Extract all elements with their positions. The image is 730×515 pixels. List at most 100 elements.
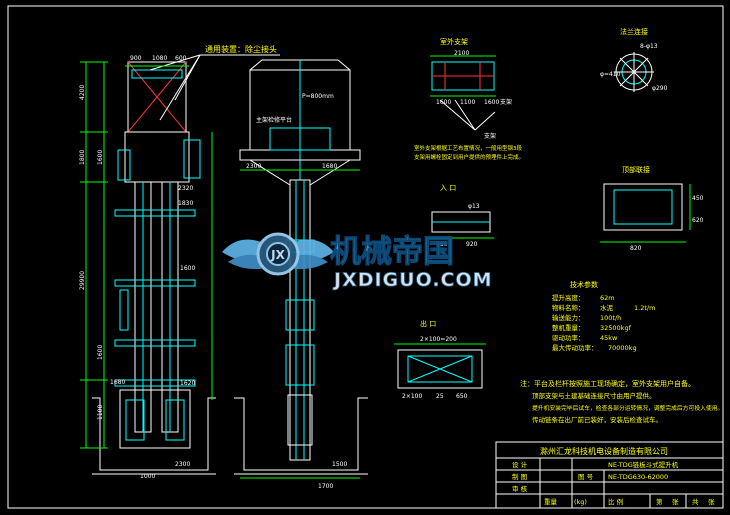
note-line-4: 传动链条在出厂前已装好，安装后检查试车。 bbox=[532, 415, 662, 424]
tech-param-val-5: 45kw bbox=[600, 334, 618, 342]
outlet-view bbox=[600, 183, 691, 243]
tech-param-val-4: 32500kgf bbox=[600, 324, 632, 332]
svg-text:机械帝国: 机械帝国 bbox=[330, 234, 454, 270]
flange-dim-inner: φ290 bbox=[652, 85, 668, 92]
title-block-draft-label: 制 图 bbox=[512, 472, 527, 481]
side-dim-2: 1680 bbox=[322, 163, 337, 170]
title-block-design-label: 设 计 bbox=[512, 460, 528, 469]
outlet-dim-1: 820 bbox=[630, 245, 642, 252]
title-block-sheet-2: 张 bbox=[672, 497, 679, 506]
front-dim-left-4: 1600 bbox=[97, 150, 104, 165]
tech-param-key-3: 输送能力： bbox=[552, 313, 585, 322]
support-dim-2: 1600 bbox=[436, 99, 451, 106]
support-label-b: 支架 bbox=[484, 132, 496, 140]
side-dim-total: 1700 bbox=[318, 483, 333, 490]
support-dim-3: 1100 bbox=[460, 99, 475, 106]
front-dim-right-1: 2320 bbox=[178, 185, 193, 192]
front-view-callout: 通用装置：除尘接头 bbox=[205, 44, 277, 54]
tech-param-key-2: 物料名称： bbox=[552, 303, 585, 312]
note-line-1: 注：平台及栏杆按照施工现场确定，室外支架用户自备。 bbox=[520, 379, 695, 388]
flange-detail bbox=[614, 52, 654, 92]
notes: 注：平台及栏杆按照施工现场确定，室外支架用户自备。 顶部支架与土建基础连接尺寸由… bbox=[520, 379, 723, 424]
title-block-text: 滁州汇龙科技机电设备制造有限公司 设 计 NE-TDG链板斗式提升机 制 图 图… bbox=[512, 446, 715, 506]
outlet-bottom-dim-3: 650 bbox=[456, 393, 468, 400]
svg-text:JX: JX bbox=[270, 248, 285, 262]
support-note-1: 室外支架根据工艺布置情况，一般用型钢3段 bbox=[414, 144, 523, 152]
flange-dim-bolt: 8-φ13 bbox=[640, 43, 658, 50]
inlet-dim-2: 920 bbox=[466, 241, 478, 248]
support-label-a: 支架 bbox=[500, 98, 512, 106]
outlet-dim-2: 450 bbox=[692, 195, 704, 202]
inlet-view bbox=[428, 211, 494, 239]
side-view-labels: P=800mm 主架检修平台 2300 1680 1500 1700 bbox=[246, 93, 347, 490]
drawing-frame bbox=[7, 5, 724, 509]
front-dim-bottom-1: 1680 bbox=[110, 379, 125, 386]
front-dim-left-3: 29900 bbox=[79, 271, 86, 290]
outlet-bottom-dim-top: 2×100=200 bbox=[420, 336, 457, 343]
title-block-weight-label: 重量 bbox=[544, 498, 558, 506]
tech-params: 技术参数 提升高度： 62m 物料名称： 水泥 1.2t/m 输送能力： 100… bbox=[552, 280, 655, 352]
front-dim-top-2: 1080 bbox=[152, 55, 167, 62]
front-dim-right-3: 1600 bbox=[180, 265, 195, 272]
side-view-elevator bbox=[234, 59, 368, 479]
outlet-bottom-dim-1: 2×100 bbox=[402, 393, 422, 400]
note-line-2: 顶部支架与土建基础连接尺寸由用户提供。 bbox=[532, 391, 656, 400]
flange-dim-outer: φ=410 bbox=[600, 71, 621, 78]
tech-param-key-5: 驱动功率： bbox=[552, 333, 585, 342]
tech-param-key-6: 最大传动功率： bbox=[552, 343, 598, 352]
note-line-3: 提升机安装完毕后试车，检查各部分运转情况，调整完成后方可投入使用。 bbox=[532, 404, 723, 412]
support-detail-title: 室外支架 bbox=[440, 37, 468, 46]
title-block-drawing-name: NE-TDG链板斗式提升机 bbox=[608, 460, 679, 469]
tech-param-val-3: 100t/h bbox=[600, 314, 621, 322]
inlet-view-title: 入 口 bbox=[440, 184, 456, 192]
front-dim-left-6: 1100 bbox=[97, 405, 104, 420]
support-dim-4: 1600 bbox=[484, 99, 499, 106]
side-platform-label: 主架检修平台 bbox=[256, 116, 292, 124]
inlet-dim-hole: φ13 bbox=[468, 203, 480, 210]
outlet-bottom-view bbox=[394, 343, 486, 389]
flange-detail-labels: 法兰连接 φ=410 8-φ13 φ290 bbox=[600, 27, 668, 92]
tech-params-title: 技术参数 bbox=[570, 280, 598, 289]
front-dim-top-1: 900 bbox=[130, 55, 142, 62]
tech-param-key-1: 提升高度： bbox=[552, 293, 585, 302]
outlet-bottom-labels: 出 口 2×100=200 2×100 25 650 bbox=[402, 319, 468, 400]
title-block-scale: 比 例 bbox=[608, 497, 623, 506]
tech-param-key-4: 整机重量： bbox=[552, 323, 585, 332]
title-block-sheet: 第 bbox=[656, 497, 663, 506]
outlet-dim-3: 620 bbox=[692, 217, 704, 224]
title-block bbox=[495, 441, 724, 509]
outlet-bottom-title: 出 口 bbox=[420, 319, 436, 328]
support-note-2: 支架用螺栓固定到用户提供的预埋件上完成。 bbox=[414, 153, 524, 161]
title-block-weight-unit: (kg) bbox=[574, 498, 587, 506]
front-view-elevator bbox=[80, 54, 280, 475]
outlet-bottom-dim-2: 25 bbox=[436, 393, 444, 400]
title-block-total: 共 bbox=[692, 497, 699, 506]
side-dim-3: 1500 bbox=[332, 461, 347, 468]
support-detail-labels: 室外支架 2100 1600 1100 1600 支架 支架 室外支架根据工艺布… bbox=[414, 37, 524, 161]
title-block-code: NE-TDG630-62000 bbox=[608, 473, 668, 481]
title-block-check-label: 审 核 bbox=[512, 484, 528, 493]
support-dim-1: 2100 bbox=[454, 50, 469, 57]
title-block-total-2: 张 bbox=[708, 497, 715, 506]
watermark-logo: JX 机械帝国 JXDIGUO.COM bbox=[222, 232, 493, 291]
inlet-view-labels: 入 口 φ13 760 920 bbox=[436, 184, 480, 248]
flange-detail-title: 法兰连接 bbox=[620, 27, 648, 36]
side-dim-1: 2300 bbox=[246, 163, 261, 170]
title-block-company: 滁州汇龙科技机电设备制造有限公司 bbox=[540, 446, 668, 456]
front-dim-right-2: 1830 bbox=[178, 200, 193, 207]
title-block-code-label: 图 号 bbox=[578, 473, 594, 481]
tech-param-val-1: 62m bbox=[600, 294, 615, 302]
tech-param-val-2b: 1.2t/m bbox=[634, 304, 655, 312]
tech-param-val-2: 水泥 bbox=[600, 303, 614, 312]
support-detail bbox=[430, 55, 496, 131]
svg-text:JXDIGUO.COM: JXDIGUO.COM bbox=[332, 269, 493, 291]
outlet-view-labels: 顶部联接 820 450 620 bbox=[622, 165, 704, 252]
inlet-dim-1: 760 bbox=[436, 241, 448, 248]
front-dim-left-1: 4200 bbox=[79, 85, 86, 100]
front-dim-bottom-3: 2300 bbox=[175, 461, 190, 468]
front-dim-bottom-2: 1000 bbox=[140, 473, 155, 480]
outlet-view-title: 顶部联接 bbox=[622, 165, 650, 174]
front-dim-left-2: 1800 bbox=[79, 150, 86, 165]
tech-param-val-6: 70000kg bbox=[608, 344, 637, 352]
